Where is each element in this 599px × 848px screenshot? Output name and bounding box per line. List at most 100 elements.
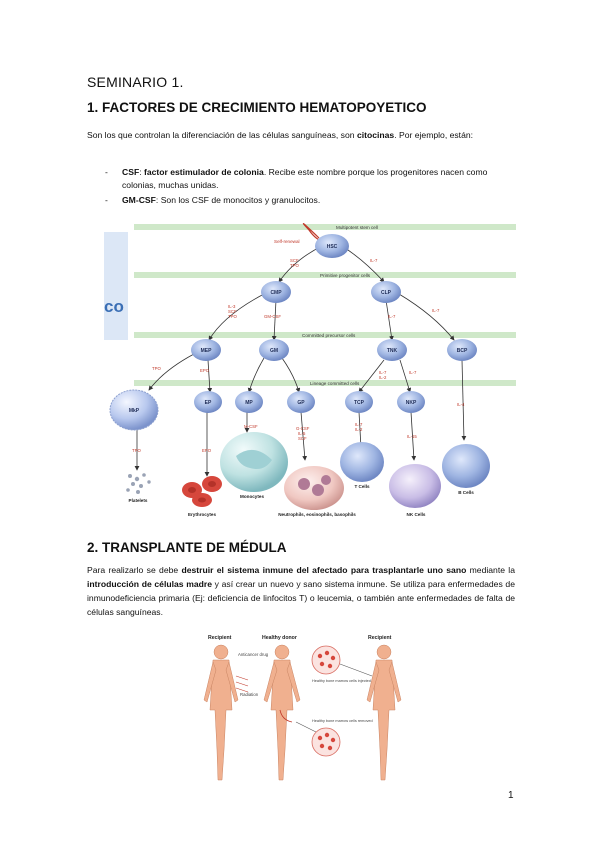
row-label: Primitive progenitor cells [320,273,371,278]
separator: : [139,167,144,177]
list-item-text: CSF: factor estimulador de colonia. Reci… [122,166,515,192]
cell-label: B Cells [458,490,474,495]
intro-text: Son los que controlan la diferenciación … [87,130,357,140]
item-rest: Son los CSF de monocitos y granulocitos. [160,195,321,205]
factor-label: IL-7 [355,422,363,427]
list-item: - CSF: factor estimulador de colonia. Re… [105,166,515,192]
para-bold: destruir el sistema inmune del afectado … [181,565,467,575]
cell-node-gm [259,339,289,361]
factor-label: IL-7 [432,308,440,313]
node-label: CLP [381,290,392,296]
radiation-label: Radiation [240,692,259,697]
term: GM-CSF [122,195,156,205]
t-cell [340,442,384,482]
para-text: y así crear un nuevo y sano sistema inmu… [87,579,515,617]
node-label: MkP [129,408,140,414]
factor-label: GM-CSF [264,314,281,319]
node-label: TCP [354,400,365,406]
factor-label: TPO [132,448,141,453]
factor-label: TPO [290,263,299,268]
factor-label: SCF [290,258,299,263]
bone-marrow-extraction [279,709,293,723]
page-title: SEMINARIO 1. [87,74,184,90]
term: CSF [122,167,140,177]
donor-label: Healthy donor [262,635,297,641]
cell-label: Erythrocytes [188,512,217,517]
removed-label: Healthy bone marrow cells removed [312,719,373,723]
row-label: Committed precursor cells [302,333,356,338]
donor-figure [263,644,301,781]
factor-label: M-CSF [244,424,258,429]
separator: : [155,195,161,205]
row-band [134,332,516,338]
para-text: Para realizarlo se debe [87,565,182,575]
intro-paragraph: Son los que controlan la diferenciación … [87,128,515,142]
cell-label: Platelets [129,498,148,503]
platelets-cluster [126,473,151,494]
cell-node-tnk [377,339,407,361]
recipient-right-label: Recipient [368,635,392,641]
factor-label: IL-15 [407,434,417,439]
node-label: HSC [327,244,338,250]
node-label: EP [205,400,212,406]
list-dash: - [105,167,108,177]
side-panel-text: co [104,297,124,316]
cell-node-hsc [315,234,349,258]
factor-label: TPO [152,366,161,371]
node-label: CMP [270,290,282,296]
recipient-right-figure [366,644,402,781]
bone-marrow-transplant-diagram: Recipient Healthy donor Recipient Antica… [196,630,416,782]
factor-label: IL-3 [228,304,236,309]
cell-label: Monocytes [240,494,264,499]
factor-label: IL-7 [379,370,387,375]
factor-label: IL-7 [370,258,378,263]
side-panel [104,232,128,340]
factor-label: G-CSF [296,426,310,431]
list-dash: - [105,195,108,205]
radiation-lines [235,675,249,693]
row-label: Lineage committed cells [310,381,360,386]
intro-bold: citocinas [356,130,395,140]
transplant-paragraph: Para realizarlo se debe destruir el sist… [87,563,515,619]
marrow-cells-removed-circle [311,727,341,757]
recipient-left-label: Recipient [208,635,232,641]
injected-label: Healthy bone marrow cells injected [312,679,371,683]
node-label: NKP [406,400,417,406]
cell-label: T Cells [354,484,370,489]
section-heading-growth-factors: 1. FACTORES DE CRECIMIENTO HEMATOPOYETIC… [87,100,427,115]
cell-label: Neutrophils, eosinophils, basophils [278,512,356,517]
anticancer-label: Anticancer drug [238,652,269,657]
cell-node-mep [191,339,221,361]
marrow-labels: Healthy bone marrow cells injected Healt… [312,679,373,723]
injection-arrow [339,663,373,677]
list-item-text: GM-CSF: Son los CSF de monocitos y granu… [122,194,515,207]
node-label: TNK [387,348,398,354]
cell-node-nkp [397,391,425,413]
syringe [295,721,317,733]
cell-node-ep [194,391,222,413]
factor-label: EPO [202,448,212,453]
node-label: GM [270,348,278,354]
cell-label: NK Cells [407,512,426,517]
cell-node-cmp [261,281,291,303]
row-band [134,272,516,278]
factor-label: IL-4 [457,402,465,407]
cell-node-gp [287,391,315,413]
factor-label: IL-7 [409,370,417,375]
factor-label: SCF [298,436,307,441]
para-bold: introducción de células madre [87,579,213,589]
self-renewal-label: Self-renewal [274,239,300,244]
hematopoiesis-diagram: co Multipotent stem cell Primitive proge… [104,220,516,530]
row-band [134,224,516,230]
node-label: BCP [457,348,468,354]
page-number: 1 [508,790,514,801]
term-definition: factor estimulador de colonia [143,167,264,177]
cell-node-clp [371,281,401,303]
list-item: - GM-CSF: Son los CSF de monocitos y gra… [105,194,515,207]
node-label: MP [245,400,253,406]
factor-label: SCF [228,309,237,314]
item-rest: . Recibe este nombre porque los progenit… [122,167,488,190]
row-label: Multipotent stem cell [336,225,378,230]
b-cell [442,444,490,488]
factor-label: IL-2 [379,375,387,380]
